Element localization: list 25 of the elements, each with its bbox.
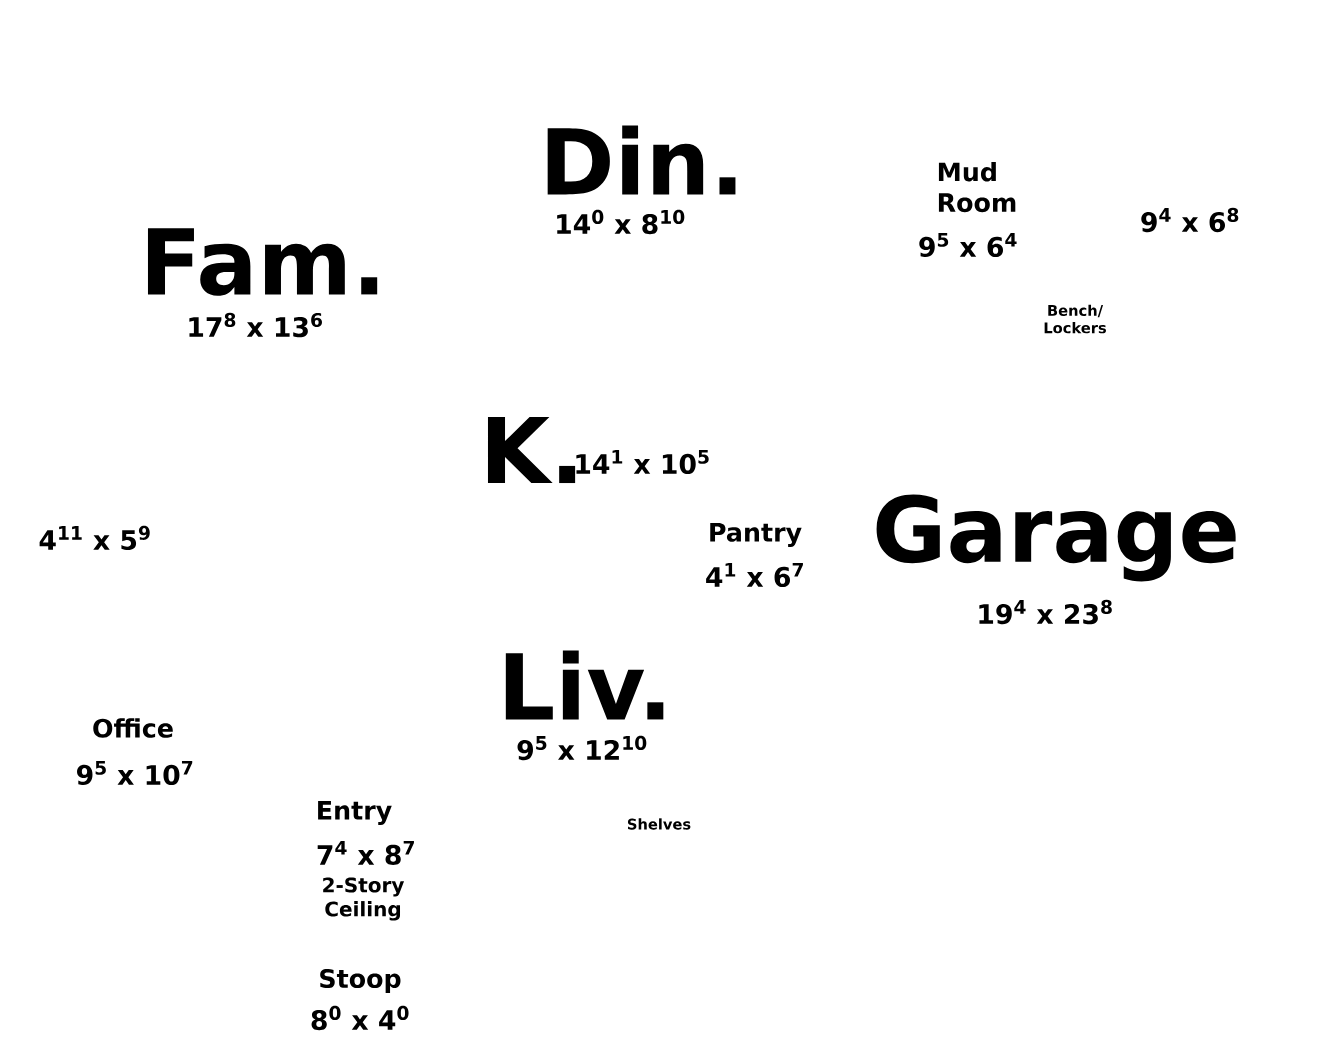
dimension-label: 7$^{4}$ x 8$^{7}$ <box>317 841 414 865</box>
dimension-label: 9$^{5}$ x 10$^{7}$ <box>77 761 193 785</box>
room-label: Liv. <box>505 650 664 720</box>
room-label: Fam. <box>147 228 378 296</box>
room-label: Din. <box>547 125 736 195</box>
dimension-label: 9$^{5}$ x 12$^{10}$ <box>517 735 647 761</box>
dimension-label: 9$^{5}$ x 6$^{4}$ <box>919 233 1017 257</box>
dimension-label: 4$^{11}$ x 5$^{9}$ <box>39 525 150 551</box>
room-label: Office <box>93 718 173 738</box>
room-label: Garage <box>876 494 1236 582</box>
dimension-label: 19$^{4}$ x 23$^{8}$ <box>979 599 1112 625</box>
dimension-label: 9$^{4}$ x 6$^{8}$ <box>1141 207 1239 233</box>
dimension-label: 14$^{1}$ x 10$^{5}$ <box>576 450 709 474</box>
note-label: Bench/ Lockers <box>1044 304 1106 334</box>
room-label: Stoop <box>320 968 401 994</box>
dimension-label: 8$^{0}$ x 4$^{0}$ <box>311 1005 409 1031</box>
room-label: Mud Room <box>938 161 1016 213</box>
room-label: Entry <box>318 801 392 825</box>
note-label: Shelves <box>627 818 691 830</box>
room-label: Pantry <box>710 523 802 547</box>
note-label: 2-Story Ceiling <box>323 877 405 921</box>
dimension-label: 4$^{1}$ x 6$^{7}$ <box>706 563 803 587</box>
room-label: K. <box>488 416 576 484</box>
dimension-label: 14$^{0}$ x 8$^{10}$ <box>557 209 685 235</box>
dimension-label: 17$^{8}$ x 13$^{6}$ <box>189 312 322 338</box>
